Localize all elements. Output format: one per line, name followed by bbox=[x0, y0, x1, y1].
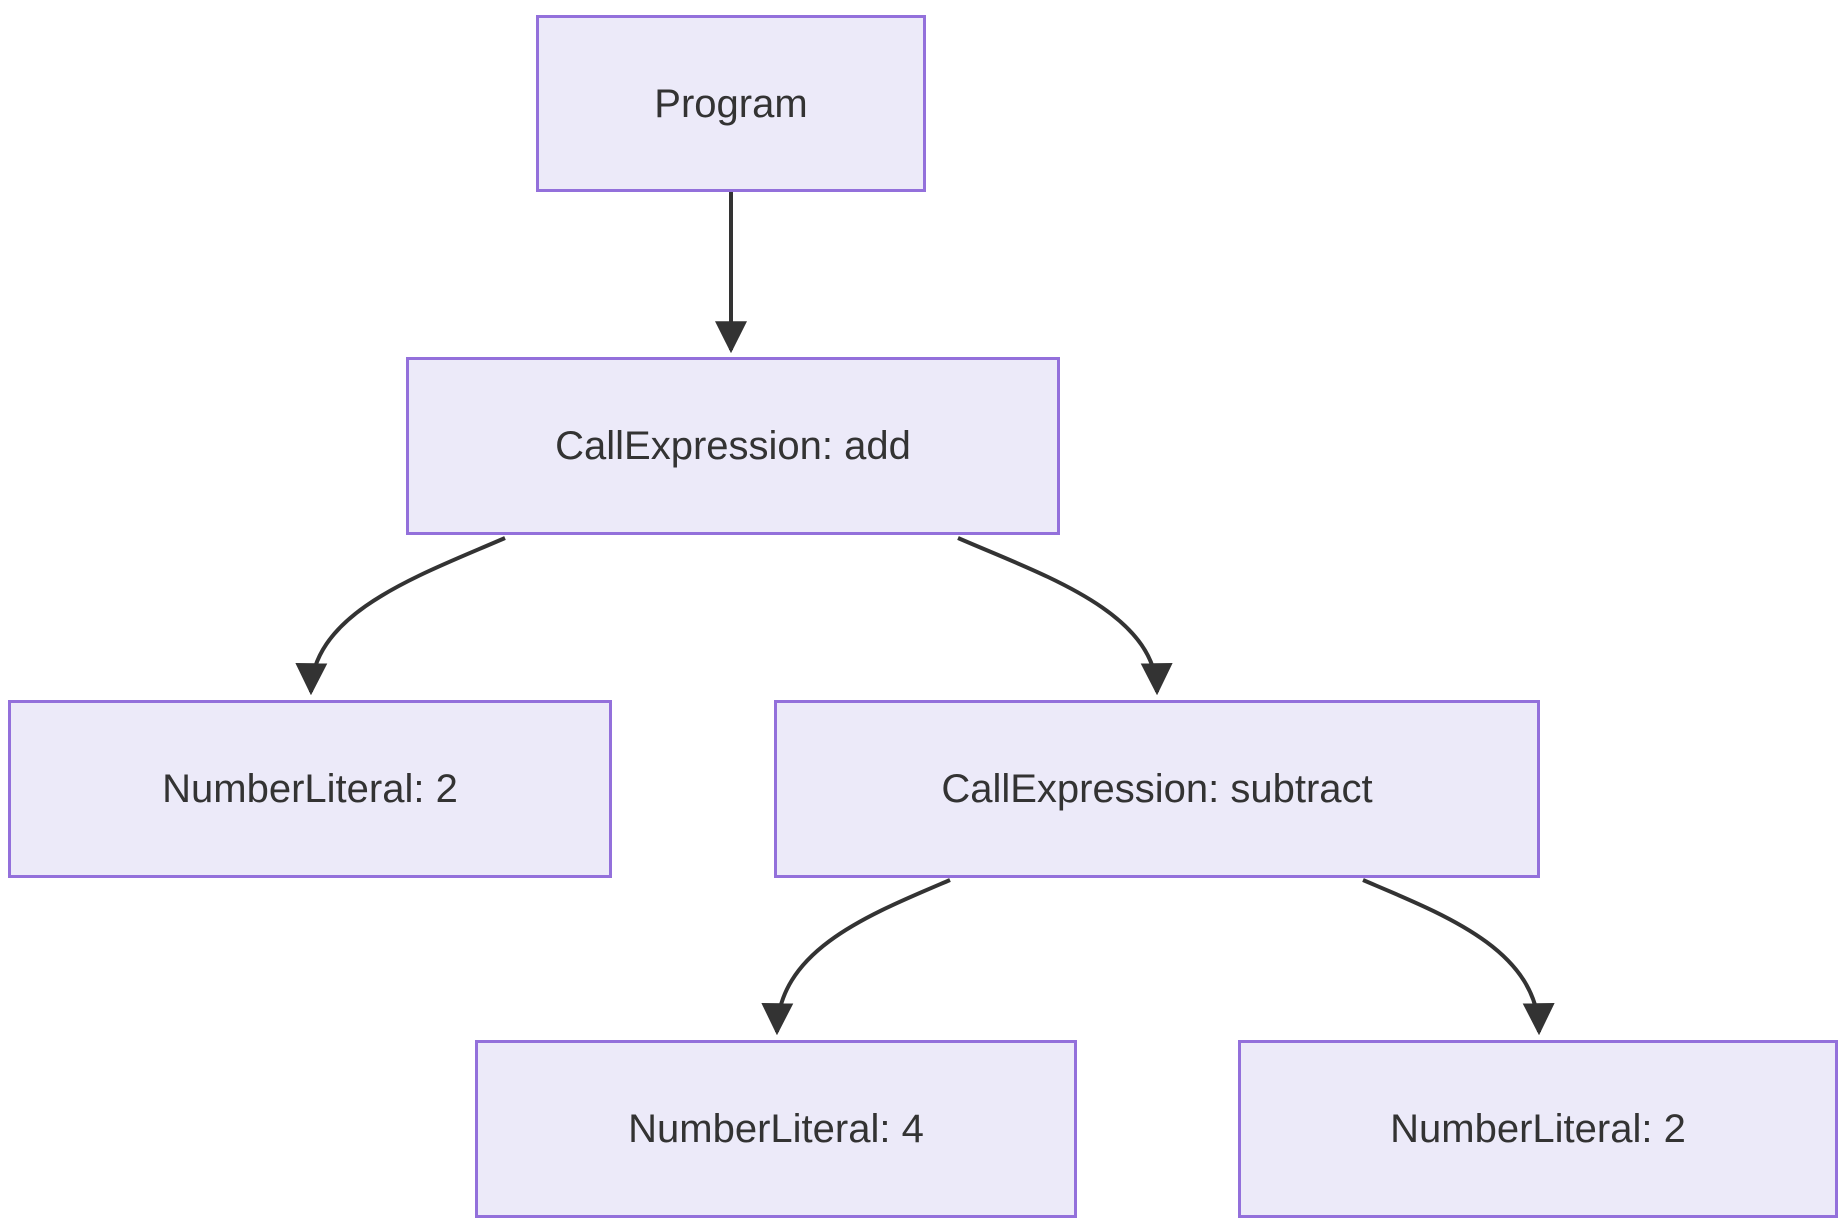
node-number-literal-4: NumberLiteral: 4 bbox=[475, 1040, 1077, 1218]
edge-call-subtract-to-num-2-right bbox=[1362, 878, 1555, 1036]
node-number-literal-4-label: NumberLiteral: 4 bbox=[628, 1107, 924, 1151]
node-number-literal-2-left: NumberLiteral: 2 bbox=[8, 700, 612, 878]
node-call-expression-subtract: CallExpression: subtract bbox=[774, 700, 1540, 878]
node-program: Program bbox=[536, 15, 926, 192]
edge-call-subtract-to-num-4 bbox=[761, 878, 951, 1036]
node-call-expression-add-label: CallExpression: add bbox=[555, 424, 911, 468]
node-number-literal-2-right-label: NumberLiteral: 2 bbox=[1390, 1107, 1686, 1151]
node-number-literal-2-left-label: NumberLiteral: 2 bbox=[162, 767, 458, 811]
edge-call-add-to-call-subtract bbox=[957, 536, 1173, 696]
node-call-expression-subtract-label: CallExpression: subtract bbox=[941, 767, 1373, 811]
edge-call-add-to-num-2-left bbox=[295, 536, 506, 696]
node-number-literal-2-right: NumberLiteral: 2 bbox=[1238, 1040, 1838, 1218]
node-call-expression-add: CallExpression: add bbox=[406, 357, 1060, 535]
node-program-label: Program bbox=[654, 81, 808, 126]
